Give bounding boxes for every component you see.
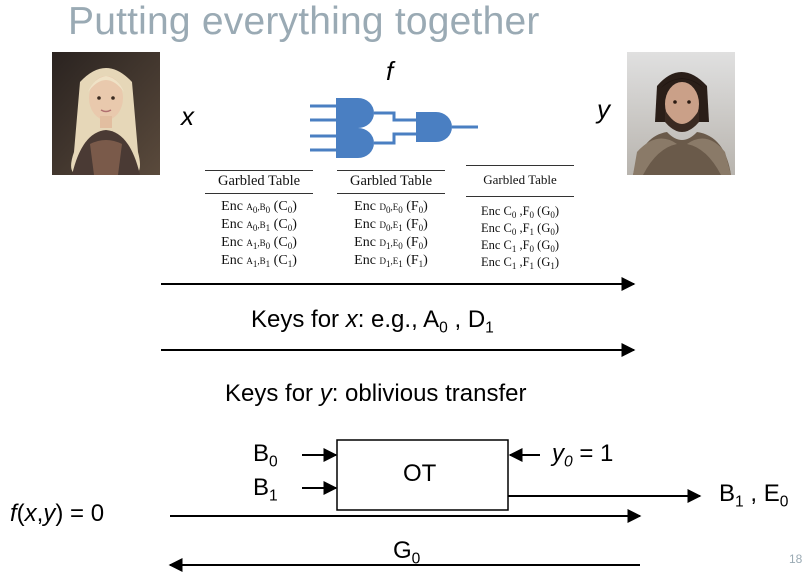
garbled-table-rows: Enc A0,B0 (C0) Enc A0,B1 (C0) Enc A1,B0 …: [205, 194, 313, 270]
portrait-y-image: [627, 52, 735, 175]
garbled-table-2: Garbled Table Enc D0,E0 (F0) Enc D0,E1 (…: [337, 170, 445, 270]
garbled-table-rows: Enc D0,E0 (F0) Enc D0,E1 (F0) Enc D1,E0 …: [337, 194, 445, 270]
portrait-party-y: [627, 52, 735, 175]
circuit-diagram: [310, 98, 478, 158]
garbled-table-header: Garbled Table: [205, 170, 313, 194]
garbled-row: Enc C1 ,F1 (G1): [480, 255, 560, 272]
garbled-row: Enc D0,E0 (F0): [354, 199, 428, 216]
garbled-row: Enc C1 ,F0 (G0): [480, 238, 560, 255]
ot-input-b1: B1: [253, 474, 278, 505]
and-gate-3: [416, 112, 452, 142]
ot-output-keys: B1 , E0: [719, 480, 789, 511]
g0-label: G0: [393, 537, 421, 568]
garbled-row: Enc D1,E0 (F0): [354, 235, 428, 252]
garbled-row: Enc D0,E1 (F0): [354, 217, 428, 234]
ot-choice-bit: y0 = 1: [552, 440, 614, 471]
slide-title: Putting everything together: [68, 0, 540, 43]
portrait-x-image: [52, 52, 160, 175]
portrait-party-x: [52, 52, 160, 175]
garbled-row: Enc A1,B0 (C0): [221, 235, 297, 252]
garbled-table-1: Garbled Table Enc A0,B0 (C0) Enc A0,B1 (…: [205, 170, 313, 270]
garbled-row: Enc A0,B1 (C0): [221, 217, 297, 234]
garbled-table-rows: Enc C0 ,F0 (G0) Enc C0 ,F1 (G0) Enc C1 ,…: [466, 197, 574, 271]
label-y: y: [597, 94, 610, 124]
garbled-table-3: Garbled Table Enc C0 ,F0 (G0) Enc C0 ,F1…: [466, 165, 574, 271]
label-f: f: [386, 56, 394, 86]
and-gate-1: [336, 98, 374, 128]
ot-label: OT: [403, 460, 437, 487]
result-text: f(x,y) = 0: [10, 500, 105, 527]
garbled-row: Enc C0 ,F0 (G0): [480, 204, 560, 221]
garbled-row: Enc C0 ,F1 (G0): [480, 221, 560, 238]
garbled-table-header: Garbled Table: [466, 165, 574, 197]
garbled-row: Enc A1,B1 (C1): [221, 253, 297, 270]
keys-for-y-text: Keys for y: oblivious transfer: [225, 380, 527, 407]
label-x: x: [181, 101, 194, 131]
garbled-row: Enc D1,E1 (F1): [354, 253, 428, 270]
and-gate-2: [336, 128, 374, 158]
garbled-row: Enc A0,B0 (C0): [221, 199, 297, 216]
ot-box: [336, 439, 509, 511]
slide-number: 18: [789, 552, 803, 566]
ot-input-b0: B0: [253, 440, 278, 471]
garbled-table-header: Garbled Table: [337, 170, 445, 194]
keys-for-x-text: Keys for x: e.g., A0 , D1: [251, 306, 494, 337]
